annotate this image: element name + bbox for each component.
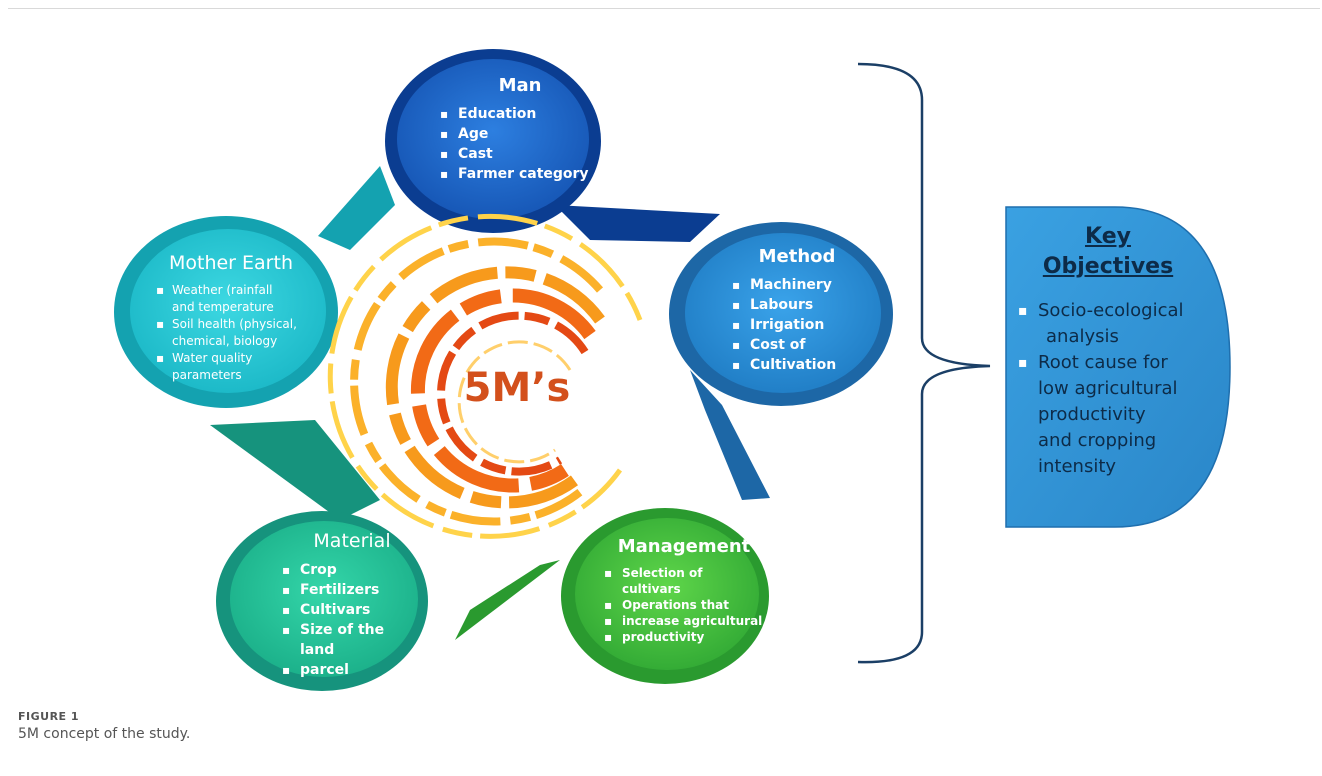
center-swirl [327, 213, 643, 539]
key-objectives-panel: Key Objectives Socio-ecological analysis… [1008, 222, 1208, 480]
method-title: Method [758, 246, 836, 267]
method-node: Method Machinery Labours Irrigation Cost… [732, 246, 862, 375]
figure-frame [8, 8, 1320, 774]
material-item: Fertilizers [282, 580, 422, 600]
brace [857, 62, 991, 664]
material-item: Crop [282, 560, 422, 580]
management-item: increase agricultural [604, 613, 764, 629]
mother-earth-item: Water quality [156, 350, 306, 367]
key-objective-item: Root cause for [1018, 350, 1208, 376]
mother-earth-item: parameters [172, 368, 242, 382]
key-objective-item: analysis [1046, 326, 1119, 347]
key-objectives-title-line1: Key [1085, 224, 1131, 249]
mother-earth-tail [318, 166, 395, 250]
material-item: parcel [282, 660, 422, 680]
man-item: Education [440, 104, 600, 124]
management-tail [455, 560, 560, 640]
mother-earth-title: Mother Earth [168, 252, 293, 274]
method-item: Irrigation [732, 315, 862, 335]
man-item: Cast [440, 144, 600, 164]
key-objective-item: low agricultural [1038, 378, 1178, 399]
mother-earth-item: Weather (rainfall [156, 282, 306, 299]
man-title: Man [498, 75, 542, 96]
man-item: Farmer category [440, 164, 600, 184]
mother-earth-node: Mother Earth Weather (rainfall and tempe… [156, 252, 306, 384]
material-title: Material [313, 530, 391, 552]
method-item: Labours [732, 295, 862, 315]
management-title: Management [617, 536, 751, 557]
method-item: Cost of [732, 335, 862, 355]
material-tail [210, 420, 380, 520]
method-item: Machinery [732, 275, 862, 295]
mother-earth-item: and temperature [172, 300, 274, 314]
man-list: Education Age Cast Farmer category [440, 104, 600, 184]
method-list: Machinery Labours Irrigation Cost of Cul… [732, 275, 862, 375]
key-objective-item: intensity [1038, 456, 1117, 477]
key-objectives-title-line2: Objectives [1042, 254, 1174, 279]
management-item: Selection of cultivars [604, 565, 764, 597]
management-item: Operations that [604, 597, 764, 613]
key-objective-item: productivity [1038, 404, 1146, 425]
man-tail [555, 205, 720, 242]
key-objective-item: and cropping [1038, 430, 1157, 451]
mother-earth-item: Soil health (physical, [156, 316, 306, 333]
method-item: Cultivation [732, 355, 862, 375]
material-item: Cultivars [282, 600, 422, 620]
management-node: Management Selection of cultivars Operat… [604, 536, 764, 645]
method-tail [690, 370, 770, 500]
management-list: Selection of cultivars Operations that i… [604, 565, 764, 645]
center-label: 5M’s [463, 365, 571, 411]
man-item: Age [440, 124, 600, 144]
man-node: Man Education Age Cast Farmer category [440, 75, 600, 184]
key-objectives-list: Socio-ecological analysis Root cause for… [1008, 298, 1208, 480]
key-objective-item: Socio-ecological [1018, 298, 1208, 324]
material-item: Size of the land [282, 620, 422, 660]
management-item: productivity [604, 629, 764, 645]
figure-caption: 5M concept of the study. [18, 726, 191, 742]
material-node: Material Crop Fertilizers Cultivars Size… [282, 530, 422, 680]
mother-earth-item: chemical, biology [172, 334, 278, 348]
figure-label: FIGURE 1 [18, 710, 80, 723]
material-list: Crop Fertilizers Cultivars Size of the l… [282, 560, 422, 680]
mother-earth-list: Weather (rainfall and temperature Soil h… [156, 282, 306, 384]
